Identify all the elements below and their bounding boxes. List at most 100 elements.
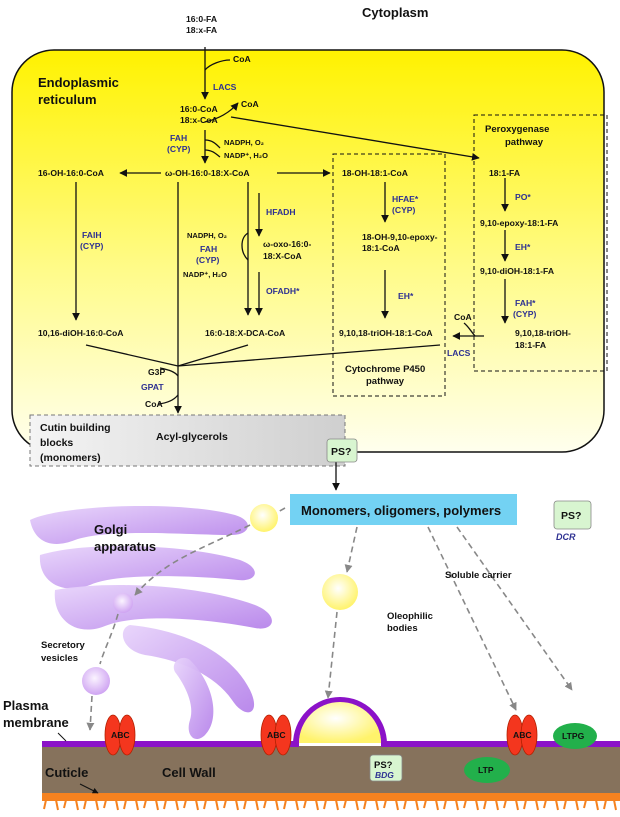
plasma-label-1: Plasma [3,698,49,713]
omega-oh-coa: ω-OH-16:0-18:X-CoA [165,168,250,178]
cuticle-label: Cuticle [45,765,88,780]
fa-18-1: 18:1-FA [489,168,520,178]
abc-label-1: ABC [111,730,130,740]
trioh-coa: 9,10,18-triOH-18:1-CoA [339,328,433,338]
nadph-label-1: NADPH, O₂ [224,138,264,147]
cell-wall-texture [42,746,620,793]
cuticle-pointer [79,783,99,794]
cell-wall-label: Cell Wall [162,765,216,780]
monomers-box [290,494,517,525]
hfae-cyp-label: (CYP) [392,205,416,215]
eh-label-2: EH* [515,242,531,252]
peroxygenase-label-1: Peroxygenase [485,124,549,135]
dioh-fa: 9,10-diOH-18:1-FA [480,266,554,276]
abc-transporter-3 [506,714,538,756]
golgi-label-2: apparatus [94,539,156,554]
ltpg-label: LTPG [562,731,585,741]
transport-routes [86,507,573,731]
ps-label-1: PS? [331,446,351,458]
gpat-label: GPAT [141,382,164,392]
trioh-fa-1: 9,10,18-triOH- [515,328,571,338]
er-label-line2: reticulum [38,92,97,107]
golgi-vesicle [113,593,133,613]
er-label-line1: Endoplasmic [38,75,119,90]
coa-label-2: CoA [241,99,259,109]
cutin-label-1: Cutin building [40,422,111,434]
cuticle-layer [42,793,620,801]
cutin-building-blocks-box [29,414,346,467]
acyl-coa-1: 16:0-CoA [180,104,218,114]
cutin-label-2: blocks [40,437,73,449]
ps-label-3: PS? [374,760,393,771]
dioh16-coa: 10,16-diOH-16:0-CoA [38,328,123,338]
po-label: PO* [515,192,531,202]
oxo-coa-2: 18:X-CoA [263,251,302,261]
plasma-membrane-pointer [57,732,67,742]
faih-cyp-label: (CYP) [80,241,104,251]
fah-label-2: FAH [200,244,217,254]
p450-label-1: Cytochrome P450 [345,364,425,375]
p450-label-2: pathway [366,376,405,387]
golgi-apparatus [30,505,272,740]
membrane-bulge-fill [299,702,381,743]
ps-label-2: PS? [561,510,581,522]
oxo-coa-1: ω-oxo-16:0- [263,239,311,249]
cyp-label-2: (CYP) [196,255,220,265]
golgi-yellow-vesicle [250,504,278,532]
eh-label-1: EH* [398,291,414,301]
nadph-label-2: NADPH, O₂ [187,231,227,240]
plasma-membrane [42,697,620,747]
soluble-carrier-label: Soluble carrier [445,570,512,581]
secretory-vesicle [82,667,110,695]
plasma-label-2: membrane [3,715,69,730]
epoxy-fa: 9,10-epoxy-18:1-FA [480,218,558,228]
abc-transporter-2 [260,714,292,756]
ltp-protein [464,757,510,783]
fa-top-2: 18:x-FA [186,25,217,35]
oh18-coa: 18-OH-18:1-CoA [342,168,408,178]
cutin-label-3: (monomers) [40,452,101,464]
coa-label-4: CoA [145,399,163,409]
abc-label-2: ABC [267,730,286,740]
cell-wall [42,746,620,793]
hfae-label: HFAE* [392,194,419,204]
ps-box-dcr [553,500,592,530]
fa-top-1: 16:0-FA [186,14,217,24]
secretory-label-2: vesicles [41,653,78,664]
acyl-coa-2: 18:x-CoA [180,115,218,125]
nadp-label-2: NADP⁺, H₂O [183,270,227,279]
coa-label-3: CoA [454,312,472,322]
acyl-glycerols-label: Acyl-glycerols [156,431,228,443]
hfadh-label: HFADH [266,207,296,217]
lacs-label-2: LACS [447,348,471,358]
peroxygenase-label-2: pathway [505,137,544,148]
cytochrome-p450-pathway-box [332,153,446,397]
ltpg-protein [553,723,597,749]
dcr-label: DCR [556,532,576,542]
cyp-label-3: (CYP) [513,309,537,319]
bdg-label: BDG [375,770,394,780]
cytoplasm-label: Cytoplasm [362,5,428,20]
secretory-label-1: Secretory [41,640,86,651]
ofadh-label: OFADH* [266,286,300,296]
golgi-label-1: Golgi [94,522,127,537]
ps-box-er [326,438,358,463]
pathway-arrows [72,47,509,491]
oleophilic-body [322,574,358,610]
coa-label-1: CoA [233,54,251,64]
faih-label: FAIH [82,230,102,240]
trioh-fa-2: 18:1-FA [515,340,546,350]
nadp-label-1: NADP⁺, H₂O [224,151,268,160]
peroxygenase-pathway-box [473,114,608,372]
fah-label-1: FAH [170,133,187,143]
abc-label-3: ABC [513,730,532,740]
g3p-label: G3P [148,367,165,377]
oleophilic-label-2: bodies [387,623,418,634]
cuticle-spikes [43,799,617,811]
epoxy-coa-2: 18:1-CoA [362,243,400,253]
fah-label-3: FAH* [515,298,536,308]
epoxy-coa-1: 18-OH-9,10-epoxy- [362,232,438,242]
dca-coa: 16:0-18:X-DCA-CoA [205,328,285,338]
ps-box-bdg [369,754,403,782]
